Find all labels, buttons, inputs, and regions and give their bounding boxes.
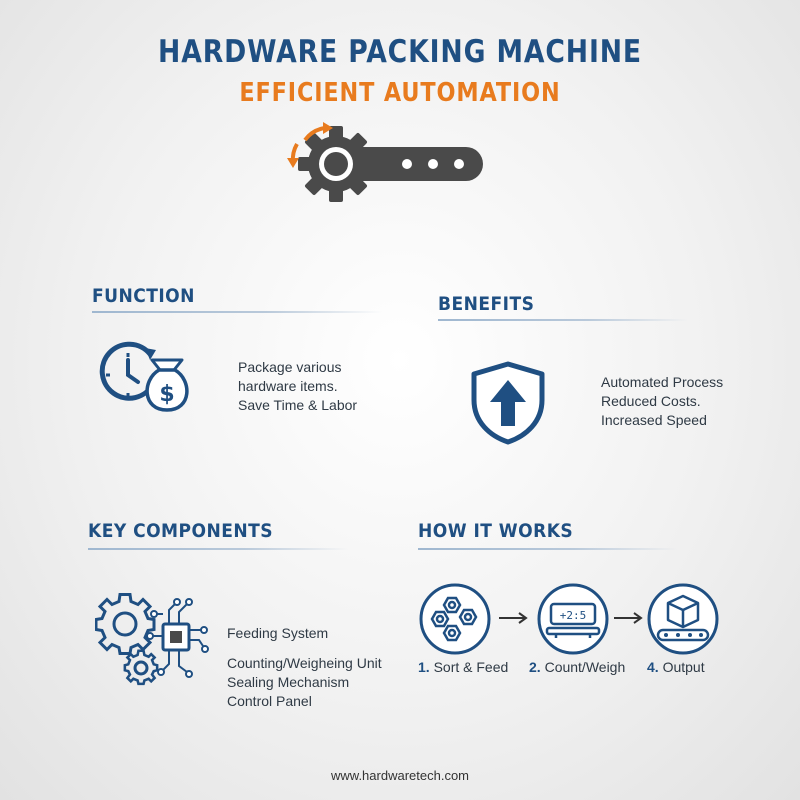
packing-machine-gear-icon [287,122,483,202]
components-text: Counting/Weigheing Unit Sealing Mechanis… [227,654,382,711]
step-label: 2. Count/Weigh [529,659,625,675]
scale-readout: +2:5 [560,609,587,622]
benefits-line: Automated Process [601,374,724,390]
clock-money-icon: $ [99,341,189,412]
hardware-nuts-icon [419,583,491,655]
money-bag-icon: $ [145,358,189,412]
benefits-line: Reduced Costs. [601,393,701,409]
components-divider [88,548,348,550]
how-title: HOW IT WORKS [418,520,574,542]
arrow-right-icon [614,612,643,624]
step-text: Sort & Feed [433,659,509,675]
components-title: KEY COMPONENTS [88,520,274,542]
function-text: Package various hardware items. Save Tim… [238,358,357,415]
function-line: Save Time & Labor [238,397,358,413]
benefits-title: BENEFITS [438,293,535,315]
components-first-item: Feeding System [227,625,329,641]
gears-circuit-icon [95,593,209,686]
step-text: Output [662,659,705,675]
arrow-right-icon [499,612,528,624]
benefits-line: Increased Speed [601,412,707,428]
components-line: Counting/Weigheing Unit [227,655,382,671]
benefits-divider [438,319,688,321]
function-title: FUNCTION [92,285,195,307]
svg-text:$: $ [159,382,174,407]
function-divider [92,311,382,313]
step-text: Count/Weigh [544,659,626,675]
clock-icon [99,341,156,401]
step-number: 2. [529,659,541,675]
scale-display-icon: +2:5 [537,583,609,655]
components-line: Sealing Mechanism [227,674,350,690]
footer-url[interactable]: www.hardwaretech.com [331,768,469,783]
how-divider [418,548,678,550]
function-line: hardware items. [238,378,338,394]
step-label: 1. Sort & Feed [418,659,508,675]
benefits-text: Automated Process Reduced Costs. Increas… [601,373,723,430]
step-number: 1. [418,659,430,675]
step-label: 4. Output [647,659,705,675]
function-line: Package various [238,359,342,375]
step-number: 4. [647,659,659,675]
shield-arrow-icon [471,361,545,445]
conveyor-box-icon [647,583,719,655]
page-title: HARDWARE PACKING MACHINE [158,34,642,70]
page-subtitle: EFFICIENT AUTOMATION [239,78,561,108]
components-line: Control Panel [227,693,312,709]
